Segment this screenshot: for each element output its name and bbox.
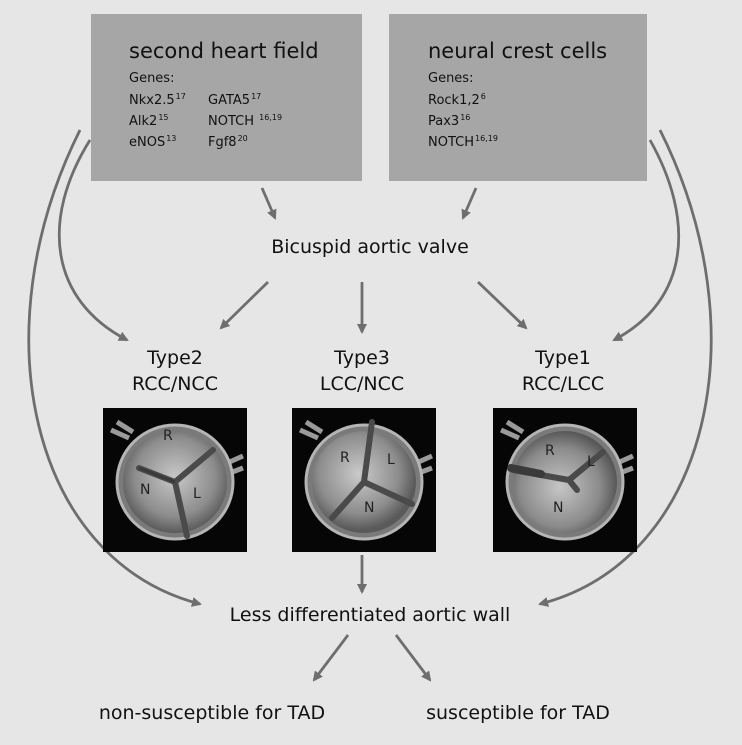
type1-name: Type1 [535, 347, 591, 369]
arrow-wall-to-susceptible [394, 634, 432, 682]
gene-notch: NOTCH 16,19 [208, 113, 283, 129]
cusp-r-type2: R [163, 428, 173, 444]
bicuspid-aortic-valve-label: Bicuspid aortic valve [271, 236, 469, 258]
arrow-bav-to-type1 [477, 280, 528, 330]
arrow-bav-to-type2 [219, 280, 269, 330]
arrow-shf-to-wall [27, 129, 202, 607]
cusp-l-type1: L [587, 454, 595, 470]
gene-gata5: GATA517 [208, 92, 262, 108]
second-heart-field-genes-heading: Genes: [129, 71, 175, 86]
gene-notch-ncc: NOTCH16,19 [428, 134, 498, 150]
type3-name: Type3 [334, 347, 390, 369]
gene-enos: eNOS13 [129, 134, 177, 150]
type1-label: Type1 RCC/LCC [493, 345, 633, 397]
type3-label: Type3 LCC/NCC [292, 345, 432, 397]
neural-crest-cells-genes-heading: Genes: [428, 71, 474, 86]
cusp-r-type1: R [545, 443, 555, 459]
gene-rock1-2: Rock1,26 [428, 92, 486, 108]
cusp-r-type3: R [340, 450, 350, 466]
cusp-l-type2: L [193, 486, 201, 502]
cusp-n-type2: N [140, 482, 151, 498]
gene-pax3: Pax316 [428, 113, 471, 129]
arrow-ncc-to-bav [461, 187, 478, 220]
neural-crest-cells-box [389, 14, 647, 181]
arrow-wall-to-non-susceptible [312, 634, 350, 682]
non-susceptible-tad-label: non-susceptible for TAD [98, 702, 326, 724]
type3-cusps: LCC/NCC [319, 373, 405, 395]
arrow-shf-to-type2 [57, 139, 129, 342]
cusp-l-type3: L [387, 452, 395, 468]
gene-alk2: Alk215 [129, 113, 169, 129]
aortic-wall-label: Less differentiated aortic wall [229, 604, 511, 626]
arrow-ncc-to-wall [538, 129, 713, 607]
type1-cusps: RCC/LCC [521, 373, 605, 395]
cusp-n-type3: N [364, 500, 375, 516]
arrow-shf-to-bav [260, 187, 277, 220]
susceptible-tad-label: susceptible for TAD [426, 702, 610, 724]
neural-crest-cells-title: neural crest cells [428, 39, 608, 63]
cusp-n-type1: N [553, 500, 564, 516]
gene-nkx2-5: Nkx2.517 [129, 92, 186, 108]
second-heart-field-box [91, 14, 362, 181]
valve-image-type3: R L N [292, 408, 436, 552]
type2-name: Type2 [147, 347, 203, 369]
type2-label: Type2 RCC/NCC [105, 345, 245, 397]
type2-cusps: RCC/NCC [132, 373, 218, 395]
arrow-ncc-to-type1 [612, 139, 681, 342]
valve-image-type2: R N L [103, 408, 247, 552]
valve-image-type1: R L N [493, 408, 637, 552]
second-heart-field-title: second heart field [129, 39, 319, 63]
gene-fgf8: Fgf820 [208, 134, 248, 150]
